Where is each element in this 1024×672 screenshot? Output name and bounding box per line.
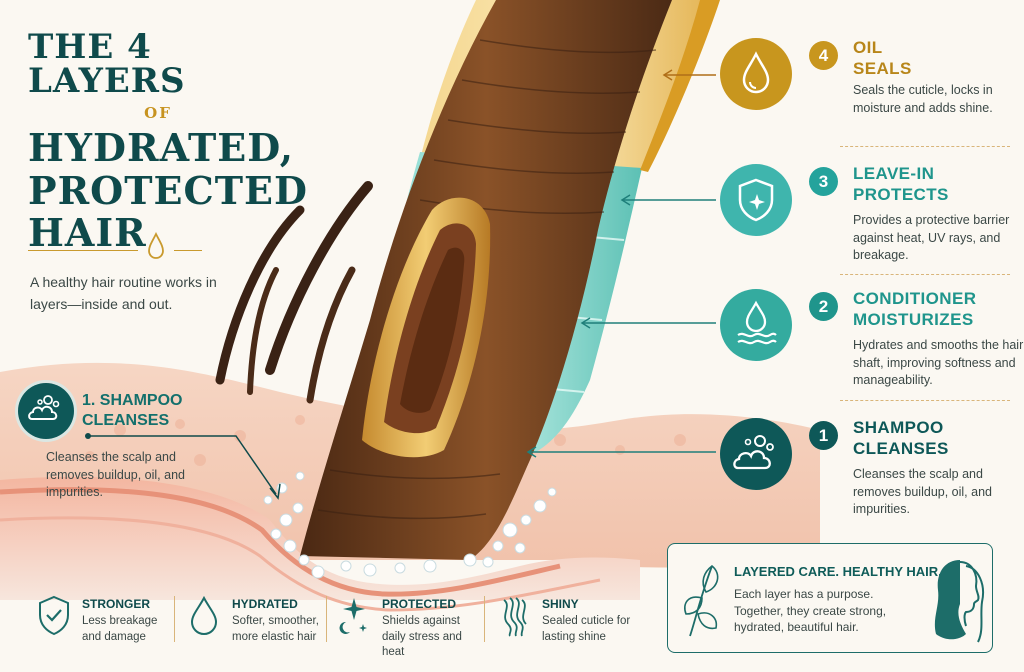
shield-check-icon [39, 595, 69, 636]
oil-drop-icon [742, 51, 770, 94]
benefit-title: PROTECTED [382, 597, 457, 611]
benefit-description: Sealed cuticle for lasting shine [542, 615, 631, 643]
layer-number: 3 [809, 167, 838, 196]
drop-outline-icon [190, 595, 218, 635]
layer-number: 2 [809, 292, 838, 321]
shield-sparkle-icon [738, 178, 774, 222]
benefit-description: Shields against daily stress and heat [382, 615, 462, 659]
leave-in-icon-circle [720, 164, 792, 236]
benefit-description: Softer, smoother, more elastic hair [232, 615, 319, 643]
intro-text: A healthy hair routine works in layers—i… [30, 274, 217, 312]
bubbles-cloud-icon [28, 395, 60, 420]
shampoo-icon-circle [720, 418, 792, 490]
layer-title-line2: MOISTURIZES [853, 309, 974, 329]
layer-description: Cleanses the scalp and removes buildup, … [853, 467, 992, 516]
layer-divider [840, 146, 1010, 147]
layer-description: Hydrates and smooths the hair shaft, imp… [853, 338, 1024, 387]
layer-title-line2: SEALS [853, 58, 912, 78]
layer-divider [840, 274, 1010, 275]
hair-waves-icon [503, 597, 527, 637]
bubbles-cloud-icon [733, 435, 774, 470]
layer-divider [840, 400, 1010, 401]
layer-title: SHAMPOO CLEANSES [853, 418, 949, 459]
left-callout-title-line2: CLEANSES [82, 412, 170, 429]
left-callout-body: Cleanses the scalp and removes buildup, … [46, 450, 185, 499]
title-line-2: OF [144, 104, 172, 122]
woman-profile-icon [934, 560, 984, 643]
left-callout-title-line1: 1. SHAMPOO [82, 392, 183, 409]
leaf-branch-icon [684, 564, 719, 637]
water-drop-waves-icon [737, 300, 777, 345]
title-line-4: PROTECTED [28, 167, 308, 213]
layer-title-line2: PROTECTS [853, 184, 949, 204]
benefit-title: STRONGER [82, 597, 151, 611]
benefit-divider [326, 596, 327, 642]
layer-title-line1: SHAMPOO [853, 418, 944, 437]
layer-description: Seals the cuticle, locks in moisture and… [853, 83, 993, 115]
title-line-3: HYDRATED, [28, 125, 295, 170]
title-line-5: HAIR [28, 210, 147, 256]
layer-title: LEAVE-IN PROTECTS [853, 164, 949, 205]
benefit-title: HYDRATED [232, 597, 298, 611]
title-divider [28, 250, 138, 251]
page-title: THE 4 LAYERS OF HYDRATED, PROTECTED HAIR [28, 30, 318, 255]
left-shampoo-icon-circle [18, 383, 74, 439]
layer-title: OIL SEALS [853, 38, 912, 79]
layer-description: Provides a protective barrier against he… [853, 213, 1010, 262]
benefit-divider [484, 596, 485, 642]
care-box-body: Each layer has a purpose. Together, they… [734, 587, 887, 635]
layer-title-line1: LEAVE-IN [853, 164, 935, 183]
layer-title-line1: OIL [853, 38, 883, 57]
layer-title-line2: CLEANSES [853, 438, 949, 458]
title-line-1: THE 4 LAYERS [28, 27, 186, 101]
left-callout-title: 1. SHAMPOO CLEANSES [82, 391, 182, 431]
benefit-title: SHINY [542, 597, 579, 611]
benefit-divider [174, 596, 175, 642]
layer-title: CONDITIONER MOISTURIZES [853, 289, 976, 330]
layer-number: 4 [809, 41, 838, 70]
layer-number: 1 [809, 421, 838, 450]
layer-title-line1: CONDITIONER [853, 289, 977, 308]
sparkle-moon-icon [339, 598, 367, 634]
benefit-description: Less breakage and damage [82, 615, 158, 643]
gold-drop-icon [148, 232, 164, 259]
oil-icon-circle [720, 38, 792, 110]
title-divider-right [174, 250, 202, 251]
care-box-title: LAYERED CARE. HEALTHY HAIR. [734, 564, 942, 579]
layered-care-box: LAYERED CARE. HEALTHY HAIR. Each layer h… [667, 543, 993, 653]
conditioner-icon-circle [720, 289, 792, 361]
